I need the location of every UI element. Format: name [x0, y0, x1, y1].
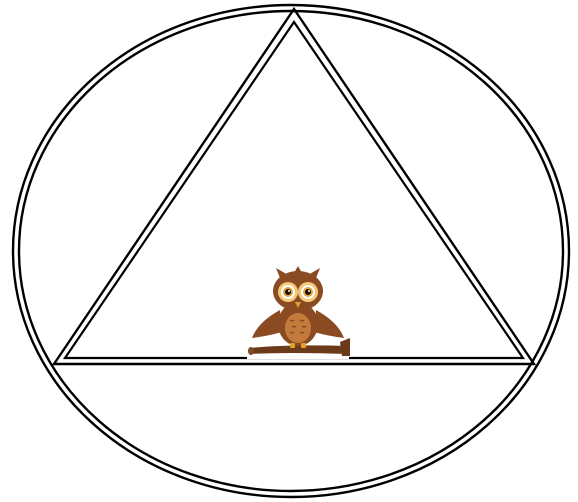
owl-belly	[285, 313, 311, 343]
owl-icon	[247, 266, 350, 359]
outer-circle	[13, 5, 569, 497]
outer-circle-outer-line	[13, 5, 569, 497]
outer-circle-inner-line	[19, 11, 563, 491]
